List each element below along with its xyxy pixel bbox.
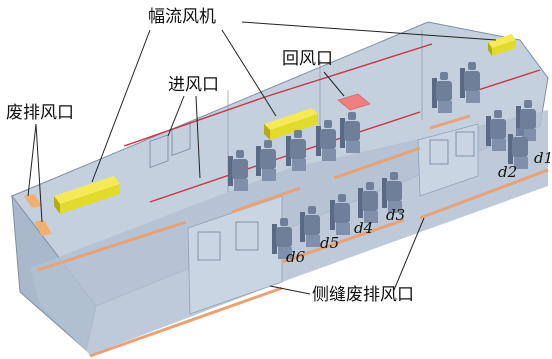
exhaust-vent <box>34 220 52 236</box>
window <box>149 134 169 169</box>
passenger-seat <box>272 218 292 259</box>
passenger-seat <box>432 72 452 113</box>
passenger-seat <box>228 150 248 191</box>
fan-unit-3 <box>488 34 516 56</box>
leader-lines <box>27 21 497 295</box>
return-label: 回风口 <box>282 49 333 69</box>
return-vent <box>337 93 371 111</box>
passenger-seats <box>228 62 536 259</box>
side-exhaust-label: 侧缝废排风口 <box>312 285 414 305</box>
passenger-seat <box>340 112 360 153</box>
seat-row-label-d3: d3 <box>386 206 405 224</box>
passenger-seat <box>382 172 402 213</box>
passenger-seat <box>316 120 336 161</box>
seat-row-label-d1: d1 <box>534 149 552 167</box>
fans <box>54 34 516 214</box>
seat-row-label-d5: d5 <box>320 234 339 252</box>
window <box>455 131 475 157</box>
exhaust-vent <box>24 194 42 208</box>
seat-row-label-d4: d4 <box>354 219 373 237</box>
inlet-label: 进风口 <box>168 75 219 95</box>
passenger-seat <box>330 194 350 235</box>
seat-row-label-d2: d2 <box>498 163 517 181</box>
passenger-seat <box>256 140 276 181</box>
passenger-seat <box>300 206 320 247</box>
window <box>197 231 221 261</box>
seat-row-label-d6: d6 <box>286 248 306 266</box>
exhaust-vents <box>24 194 52 236</box>
passenger-seat <box>486 110 506 151</box>
passenger-seat <box>508 128 528 169</box>
fan-unit-1 <box>54 176 120 214</box>
window <box>235 221 259 251</box>
window <box>429 139 449 165</box>
fan-label: 幅流风机 <box>148 7 216 27</box>
passenger-seat <box>358 182 378 223</box>
exhaust-label: 废排风口 <box>6 103 74 123</box>
passenger-seat <box>286 130 306 171</box>
fan-unit-2 <box>264 108 318 140</box>
side-slot-exhaust-strips <box>37 114 549 358</box>
passenger-seat <box>460 62 480 103</box>
